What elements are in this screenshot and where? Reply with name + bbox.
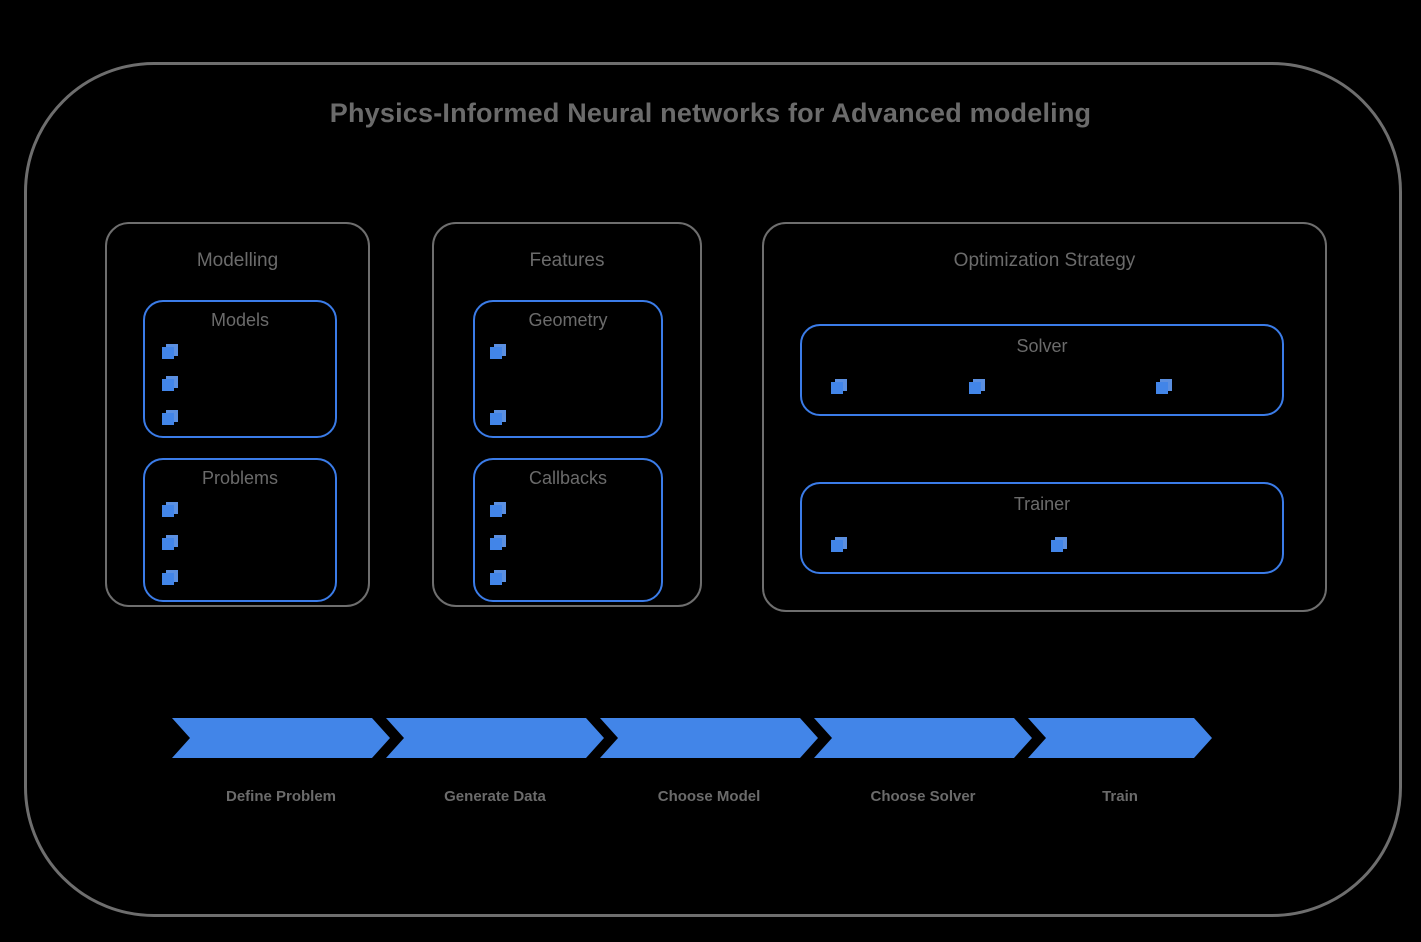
pipeline-label-choose-solver: Choose Solver	[870, 788, 976, 805]
cube-marker	[1156, 379, 1172, 395]
cube-marker	[162, 570, 178, 586]
sub-card-problems[interactable]: Problems	[143, 458, 337, 602]
group-panel-modelling[interactable]: Modelling	[105, 222, 370, 607]
sub-card-callbacks[interactable]: Callbacks	[473, 458, 663, 602]
pipeline-label-define-problem: Define Problem	[225, 788, 337, 805]
pipeline-step-define-problem[interactable]	[172, 718, 390, 758]
sub-card-title-solver: Solver	[1016, 336, 1068, 356]
cube-marker	[162, 535, 178, 551]
sub-card-title-problems: Problems	[201, 468, 279, 488]
group-panel-optimization-strategy[interactable]: Optimization Strategy	[762, 222, 1327, 612]
group-title-optimization-strategy: Optimization Strategy	[953, 250, 1136, 271]
sub-card-title-geometry: Geometry	[528, 310, 608, 330]
pipeline-step-train[interactable]	[1028, 718, 1212, 758]
cube-marker	[490, 502, 506, 518]
pipeline-label-train: Train	[1102, 788, 1138, 805]
outer-frame	[24, 62, 1402, 917]
pipeline-step-generate-data[interactable]	[386, 718, 604, 758]
pipeline-label-generate-data: Generate Data	[444, 788, 546, 805]
group-title-features: Features	[529, 250, 605, 271]
sub-card-title-models: Models	[210, 310, 270, 330]
cube-marker	[490, 410, 506, 426]
cube-marker	[490, 570, 506, 586]
cube-marker	[162, 502, 178, 518]
cube-marker	[162, 344, 178, 360]
pipeline-label-choose-model: Choose Model	[657, 788, 761, 805]
cube-marker	[490, 535, 506, 551]
cube-marker	[831, 537, 847, 553]
cube-marker	[162, 376, 178, 392]
sub-card-title-trainer: Trainer	[1013, 494, 1071, 514]
group-title-modelling: Modelling	[196, 250, 279, 271]
pipeline-step-choose-solver[interactable]	[814, 718, 1032, 758]
page-title: Physics-Informed Neural networks for Adv…	[329, 98, 1092, 128]
cube-marker	[1051, 537, 1067, 553]
cube-marker	[162, 410, 178, 426]
sub-card-title-callbacks: Callbacks	[528, 468, 608, 488]
sub-card-solver[interactable]: Solver	[800, 324, 1284, 416]
group-panel-features[interactable]: Features	[432, 222, 702, 607]
cube-marker	[831, 379, 847, 395]
sub-card-geometry[interactable]: Geometry	[473, 300, 663, 438]
cube-marker	[490, 344, 506, 360]
pipeline-flow: Define Problem Generate Data Choose Mode…	[172, 718, 1212, 805]
sub-card-models[interactable]: Models	[143, 300, 337, 438]
sub-card-trainer[interactable]: Trainer	[800, 482, 1284, 574]
pipeline-step-choose-model[interactable]	[600, 718, 818, 758]
cube-marker	[969, 379, 985, 395]
